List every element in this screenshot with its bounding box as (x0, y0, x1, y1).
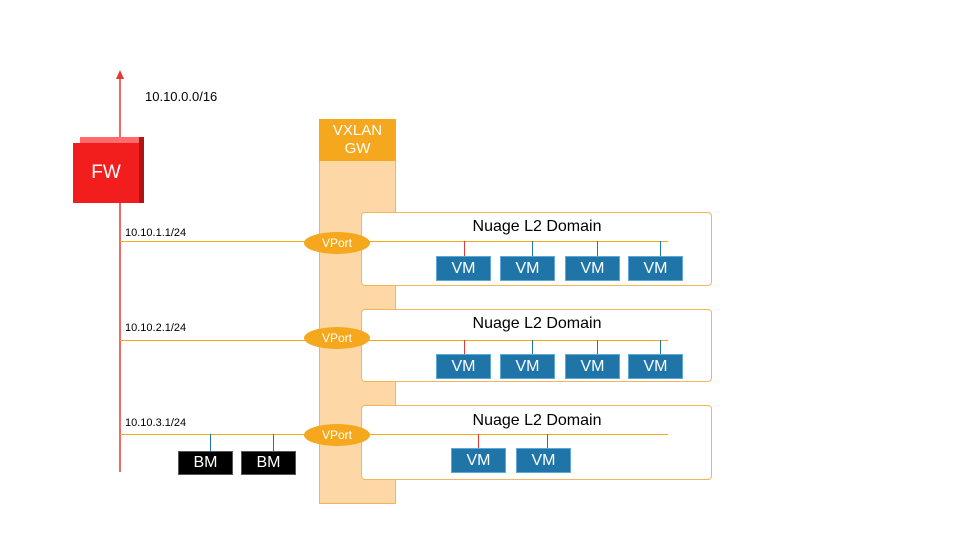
vm-box: VM (628, 354, 683, 379)
vm-box: VM (436, 256, 491, 281)
gateway-ip-label: 10.10.2.1/24 (125, 322, 187, 334)
subnet-link (120, 241, 668, 242)
bare-metal-box: BM (241, 451, 296, 475)
l2-domain-title: Nuage L2 Domain (472, 412, 602, 429)
vport: VPort (304, 232, 370, 254)
vm-box: VM (451, 448, 506, 473)
vm-box: VM (436, 354, 491, 379)
vm-link (478, 434, 479, 448)
gateway-ip-label: 10.10.3.1/24 (125, 417, 187, 429)
firewall-label: FW (73, 143, 139, 203)
subnet-link (120, 340, 668, 341)
firewall-side-face (139, 137, 144, 203)
vport: VPort (304, 327, 370, 349)
vm-link (532, 340, 533, 354)
vm-link (464, 241, 465, 256)
internet-subnet-label: 10.10.0.0/16 (145, 89, 218, 104)
vm-box: VM (500, 256, 555, 281)
vm-link (464, 340, 465, 354)
firewall-top-face (80, 137, 139, 143)
vm-box: VM (565, 256, 620, 281)
gateway-label-line2: GW (344, 140, 371, 157)
uplink-arrow (116, 70, 124, 472)
bm-link (273, 434, 274, 451)
bare-metal-box: BM (178, 451, 233, 475)
vm-box: VM (500, 354, 555, 379)
vm-box: VM (565, 354, 620, 379)
gateway-ip-label: 10.10.1.1/24 (125, 227, 187, 239)
vm-link (597, 340, 598, 354)
subnet-link (120, 434, 668, 435)
vm-link (597, 241, 598, 256)
vm-link (547, 434, 548, 448)
gateway-label-line1: VXLAN (332, 122, 383, 139)
vm-link (660, 340, 661, 354)
vport: VPort (304, 424, 370, 446)
l2-domain-title: Nuage L2 Domain (472, 315, 602, 332)
bm-link (210, 434, 211, 451)
l2-domain-title: Nuage L2 Domain (472, 218, 602, 235)
vm-link (660, 241, 661, 256)
vxlan-gateway-header: VXLAN GW (319, 119, 396, 161)
vm-box: VM (628, 256, 683, 281)
vm-link (532, 241, 533, 256)
vm-box: VM (516, 448, 571, 473)
